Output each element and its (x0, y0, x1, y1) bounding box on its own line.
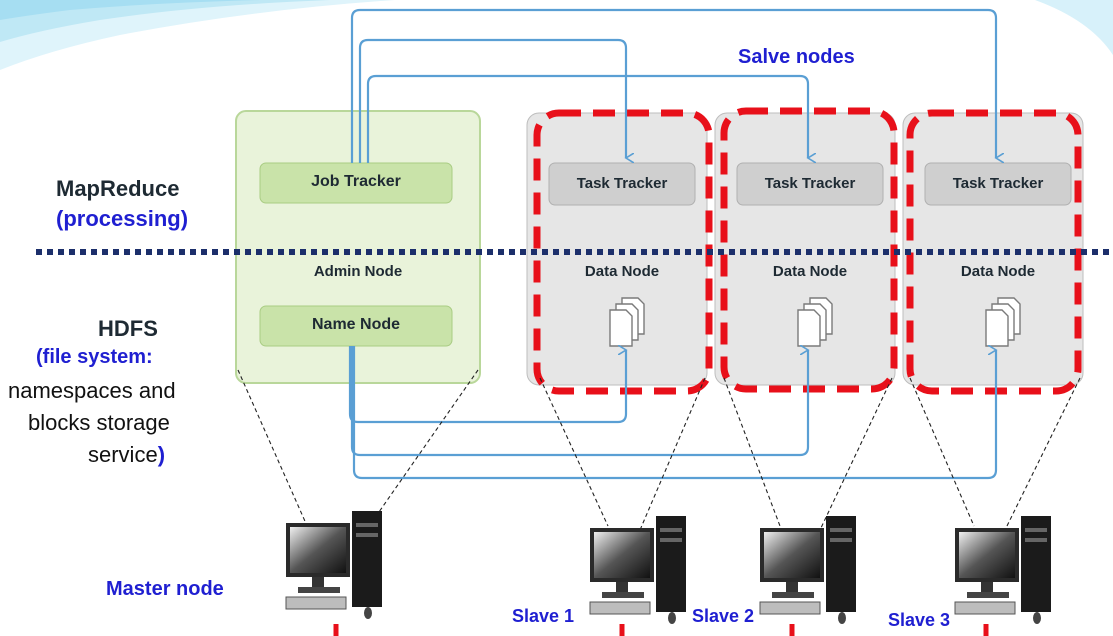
slave-node-box-2 (714, 112, 896, 386)
task-tracker-label: Task Tracker (764, 175, 856, 192)
slave-machine-label: Slave 3 (888, 610, 951, 630)
desktop-computer-icon (285, 511, 382, 619)
document-icon (797, 297, 833, 347)
task-tracker-label: Task Tracker (952, 175, 1044, 192)
hdfs-description-line1: namespaces and (8, 378, 176, 403)
admin-node-label: Admin Node (313, 263, 403, 280)
data-node-label: Data Node (960, 263, 1036, 280)
data-node-label: Data Node (584, 263, 660, 280)
task-tracker-label: Task Tracker (576, 175, 668, 192)
mapreduce-label: MapReduce (56, 176, 180, 201)
hdfs-description-line3: service) (88, 442, 166, 467)
slave-machine-label: Slave 1 (512, 606, 575, 626)
document-icon (985, 297, 1021, 347)
desktop-computer-icon (589, 516, 686, 624)
desktop-computer-icon (954, 516, 1051, 624)
name-node-label: Name Node (311, 316, 401, 333)
job-tracker-label: Job Tracker (311, 173, 401, 190)
job-tracker-box (259, 162, 453, 204)
slave-machine-label: Slave 2 (692, 606, 755, 626)
name-node-arrows (348, 346, 996, 480)
master-node-label: Master node (106, 578, 224, 600)
hdfs-description-line2: blocks storage (28, 410, 170, 435)
file-system-label: (file system: (36, 346, 153, 368)
data-node-label: Data Node (772, 263, 848, 280)
job-tracker-arrows (350, 8, 996, 163)
slave-nodes-title: Salve nodes (738, 46, 855, 68)
desktop-computer-icon (759, 516, 856, 624)
machine-connectors (237, 369, 1081, 531)
name-node-box (259, 305, 453, 347)
background-swirl (0, 0, 1113, 70)
processing-label: (processing) (56, 206, 189, 231)
document-icon (609, 297, 645, 347)
network-links (333, 624, 989, 636)
hdfs-label: HDFS (98, 316, 158, 341)
